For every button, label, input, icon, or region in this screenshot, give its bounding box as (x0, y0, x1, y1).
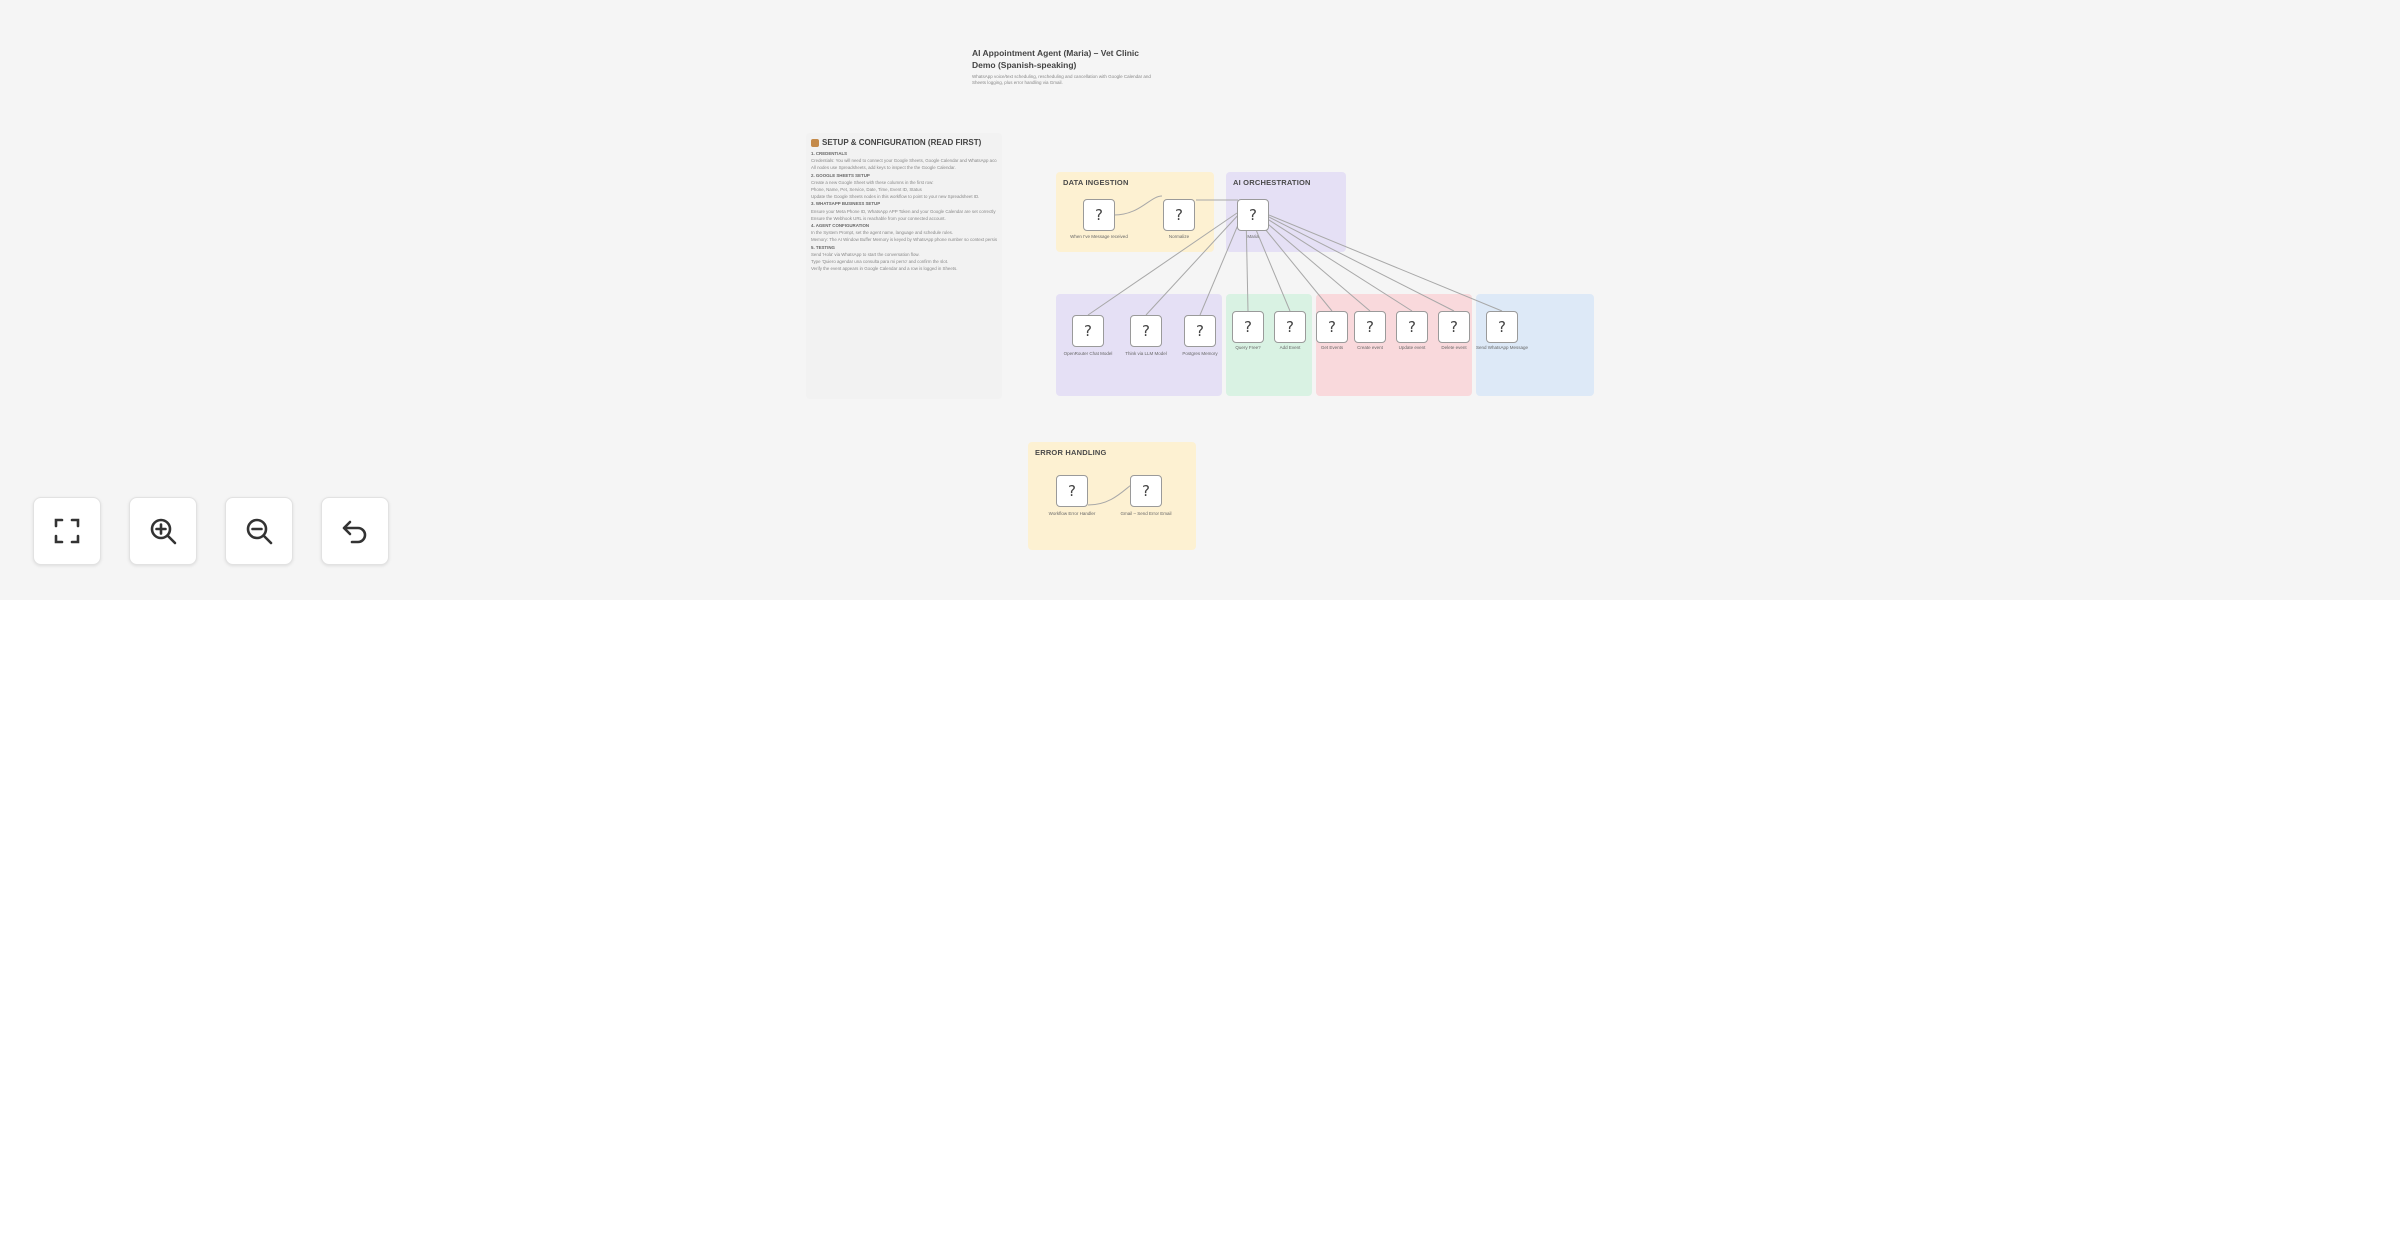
setup-note-title: SETUP & CONFIGURATION (READ FIRST) (822, 138, 982, 147)
setup-note-header: SETUP & CONFIGURATION (READ FIRST) (811, 138, 981, 147)
setup-note-line: Credentials: You will need to connect yo… (811, 158, 997, 164)
fit-view-icon (54, 518, 80, 544)
node-log-event-icon: ? (1286, 318, 1294, 336)
setup-note-line: Phone, Name, Pet, Service, Date, Time, E… (811, 187, 922, 193)
node-get-slots[interactable]: ? (1232, 311, 1264, 343)
undo-icon (342, 520, 367, 544)
setup-note-line: Ensure the Webhook URL is reachable from… (811, 215, 946, 221)
node-error-trigger-label: Workflow Error Handler (1048, 511, 1096, 516)
node-error-trigger[interactable]: ? (1056, 475, 1088, 507)
node-memory[interactable]: ? (1184, 315, 1216, 347)
workflow-description: WhatsApp voice/text scheduling, reschedu… (972, 74, 1151, 85)
workflow-title-note[interactable]: AI Appointment Agent (Maria) – Vet Clini… (972, 47, 1162, 109)
node-notify-error-icon: ? (1142, 482, 1150, 500)
node-agent[interactable]: ? (1237, 199, 1269, 231)
workflow-title: AI Appointment Agent (Maria) – Vet Clini… (972, 48, 1140, 70)
node-think-label: Think via LLM Model (1125, 351, 1167, 356)
node-delete-event-label: Delete event (1441, 345, 1467, 350)
sticky-data-ingestion-title: DATA INGESTION (1063, 178, 1129, 187)
zoom-out-icon (246, 518, 273, 545)
setup-note-line: In the System Prompt, set the agent name… (811, 230, 954, 236)
node-delete-event[interactable]: ? (1438, 311, 1470, 343)
setup-note-line: 3. WHATSAPP BUSINESS SETUP (811, 201, 881, 207)
node-get-event[interactable]: ? (1316, 311, 1348, 343)
node-chat-model[interactable]: ? (1072, 315, 1104, 347)
sticky-error-handling[interactable]: ERROR HANDLING (1028, 442, 1196, 550)
node-normalize-label: Normalize (1168, 234, 1190, 239)
setup-note-line: All nodes use Spreadsheets, add keys to … (811, 165, 956, 171)
wire-agent-update-event (1257, 212, 1413, 312)
node-update-event-label: Update event (1398, 345, 1426, 350)
node-agent-icon: ? (1249, 206, 1257, 224)
node-send-message-label: Send WhatsApp Message (1475, 345, 1529, 350)
setup-note-line: Memory: The AI Window Buffer Memory is k… (811, 237, 997, 243)
node-memory-label: Postgres Memory (1182, 351, 1218, 356)
node-think-icon: ? (1142, 322, 1150, 340)
undo-button[interactable] (321, 497, 389, 565)
setup-note-line: Ensure your Meta Phone ID, WhatsApp APP … (811, 208, 997, 214)
node-chat-model-icon: ? (1084, 322, 1092, 340)
node-chat-model-label: OpenRouter Chat Model (1063, 351, 1113, 356)
setup-note-line: 1. CREDENTIALS (811, 151, 848, 156)
node-notify-error[interactable]: ? (1130, 475, 1162, 507)
fit-view-button[interactable] (33, 497, 101, 565)
setup-note-line: Type 'Quiero agendar una consulta para m… (811, 259, 949, 265)
node-memory-icon: ? (1196, 322, 1204, 340)
node-log-event-label: Add Event (1279, 345, 1301, 350)
node-error-trigger-icon: ? (1068, 482, 1076, 500)
node-create-event-label: Create event (1357, 345, 1383, 350)
node-update-event-icon: ? (1408, 318, 1416, 336)
robot-icon (811, 138, 819, 147)
wire-trigger-normalize (1113, 195, 1163, 216)
setup-note-line: Update the Google Sheets nodes in this w… (811, 194, 980, 200)
node-get-event-icon: ? (1328, 318, 1336, 336)
node-get-slots-label: Query Free? (1235, 345, 1261, 350)
wire-agent-memory (1199, 212, 1244, 316)
sticky-ai-orchestration-title: AI ORCHESTRATION (1233, 178, 1311, 187)
wire-agent-delete-event (1260, 212, 1455, 312)
zoom-in-icon (150, 518, 177, 545)
setup-note-line: 5. TESTING (811, 244, 835, 250)
node-update-event[interactable]: ? (1396, 311, 1428, 343)
wire-agent-send-message (1263, 212, 1503, 312)
wire-agent-think (1145, 212, 1241, 316)
wire-agent-create-event (1254, 212, 1371, 312)
node-notify-error-label: Gmail – Send Error Email (1120, 511, 1172, 516)
node-send-message-icon: ? (1498, 318, 1506, 336)
node-delete-event-icon: ? (1450, 318, 1458, 336)
node-whatsapp-trigger-label: When I've Message received (1070, 234, 1128, 239)
setup-note-line: Verify the event appears in Google Calen… (811, 266, 958, 272)
workflow-canvas[interactable]: DATA INGESTION AI ORCHESTRATION ERROR HA… (0, 0, 2400, 600)
node-get-slots-icon: ? (1244, 318, 1252, 336)
wire-agent-chat-model (1087, 212, 1238, 316)
setup-note-line: Send 'Hola' via WhatsApp to start the co… (811, 251, 920, 257)
node-create-event[interactable]: ? (1354, 311, 1386, 343)
setup-note-body: 1. CREDENTIALS Credentials: You will need… (811, 150, 997, 272)
setup-note-line: Create a new Google Sheet with these col… (811, 179, 934, 185)
node-whatsapp-trigger[interactable]: ? (1083, 199, 1115, 231)
node-whatsapp-trigger-icon: ? (1095, 206, 1103, 224)
node-create-event-icon: ? (1366, 318, 1374, 336)
sticky-error-handling-title: ERROR HANDLING (1035, 448, 1107, 457)
node-get-event-label: Get Events (1320, 345, 1344, 350)
zoom-out-button[interactable] (225, 497, 293, 565)
setup-note-line: 4. AGENT CONFIGURATION (811, 223, 870, 229)
node-normalize-icon: ? (1175, 206, 1183, 224)
node-think[interactable]: ? (1130, 315, 1162, 347)
node-send-message[interactable]: ? (1486, 311, 1518, 343)
setup-note-line: 2. GOOGLE SHEETS SETUP (811, 172, 870, 178)
zoom-in-button[interactable] (129, 497, 197, 565)
setup-configuration-note[interactable]: SETUP & CONFIGURATION (READ FIRST) 1. CR… (806, 133, 1002, 399)
node-normalize[interactable]: ? (1163, 199, 1195, 231)
node-agent-label: Maria (1247, 234, 1259, 239)
node-log-event[interactable]: ? (1274, 311, 1306, 343)
